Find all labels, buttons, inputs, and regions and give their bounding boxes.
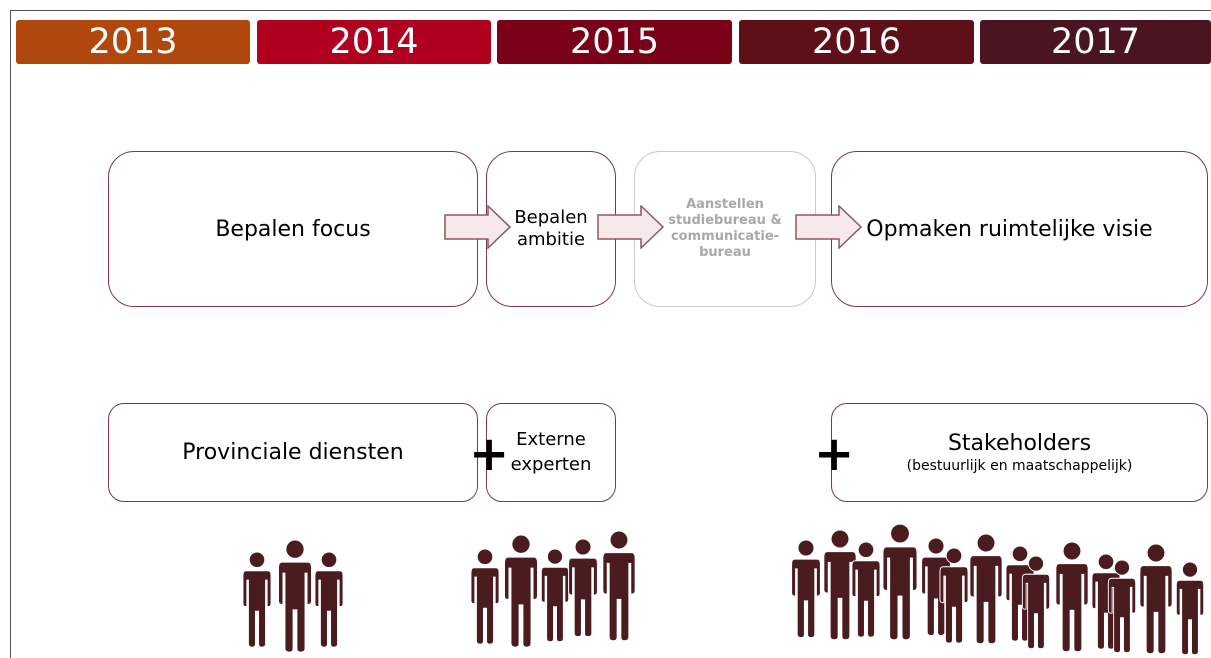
year-2017: 2017	[980, 20, 1211, 64]
person-icon	[277, 539, 313, 653]
person-icon	[939, 547, 969, 644]
year-2014: 2014	[257, 20, 491, 64]
person-icon	[823, 529, 857, 641]
group-externe-experten: Externe experten	[486, 403, 616, 502]
people-group-externe	[470, 530, 636, 648]
person-icon	[540, 548, 570, 643]
person-icon	[314, 551, 344, 648]
year-2015: 2015	[497, 20, 732, 64]
person-icon	[242, 551, 272, 648]
year-2013: 2013	[16, 20, 250, 64]
step-opmaken-visie-label: Opmaken ruimtelijke visie	[866, 216, 1153, 242]
person-icon	[1107, 559, 1137, 654]
plus-sign: +	[814, 426, 855, 482]
group-provinciale-diensten-label: Provinciale diensten	[182, 440, 404, 465]
person-icon	[1139, 543, 1173, 655]
arrow-right-icon	[444, 205, 512, 249]
group-stakeholders: Stakeholders (bestuurlijk en maatschappe…	[831, 403, 1208, 502]
group-stakeholders-subtitle: (bestuurlijk en maatschappelijk)	[906, 458, 1133, 474]
diagram-frame	[10, 10, 1211, 658]
group-stakeholders-title: Stakeholders	[947, 431, 1092, 456]
people-group-stakeholders	[791, 523, 1205, 656]
group-provinciale-diensten: Provinciale diensten	[108, 403, 478, 502]
person-icon	[1091, 553, 1121, 650]
person-icon	[969, 533, 1003, 645]
person-icon	[602, 530, 636, 642]
person-icon	[568, 538, 598, 638]
plus-sign: +	[469, 426, 510, 482]
person-icon	[503, 534, 539, 648]
step-bepalen-ambitie-label: Bepalen ambitie	[514, 206, 588, 251]
person-icon	[1175, 561, 1205, 656]
group-externe-experten-label: Externe experten	[510, 429, 592, 475]
step-bepalen-focus-label: Bepalen focus	[215, 216, 371, 242]
arrow-right-icon	[597, 205, 665, 249]
person-icon	[851, 541, 881, 638]
step-opmaken-visie: Opmaken ruimtelijke visie	[831, 151, 1208, 307]
step-aanstellen-bureau-label: Aanstellen studiebureau & communicatie- …	[668, 196, 782, 261]
person-icon	[1021, 555, 1051, 650]
step-bepalen-focus: Bepalen focus	[108, 151, 478, 307]
person-icon	[1055, 541, 1089, 653]
year-2016: 2016	[739, 20, 974, 64]
person-icon	[882, 523, 918, 641]
people-group-provinciale	[242, 539, 344, 653]
person-icon	[470, 548, 500, 645]
arrow-right-icon	[795, 205, 863, 249]
person-icon	[791, 539, 821, 639]
